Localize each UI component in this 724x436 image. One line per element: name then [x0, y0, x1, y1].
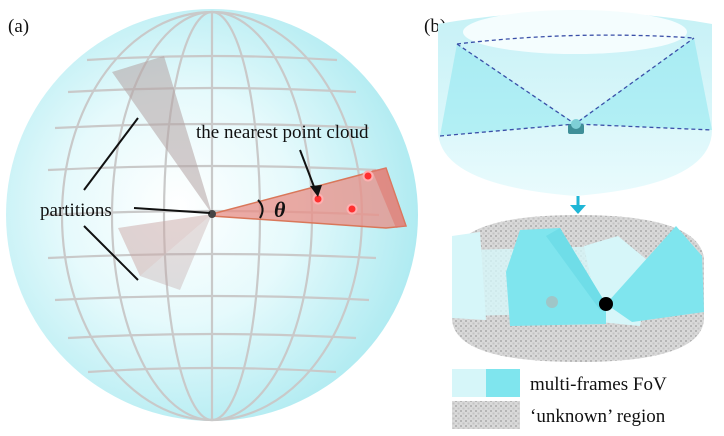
nearest-wedge-face	[372, 168, 406, 228]
legend-unknown-swatch	[452, 401, 520, 429]
panel-a-tag: (a)	[8, 16, 29, 37]
angle-theta: θ	[274, 197, 286, 222]
down-arrow	[570, 205, 586, 214]
fov-cone	[440, 38, 712, 136]
legend-fov-swatch	[486, 369, 520, 397]
dome-top-opening	[463, 10, 687, 54]
point-cloud-dot	[362, 170, 374, 182]
fov-strong-region	[606, 226, 704, 322]
previous-frame-dot	[546, 296, 558, 308]
fov-dome	[438, 12, 712, 196]
legend-fov-label: multi-frames FoV	[530, 374, 667, 395]
partitions-label: partitions	[40, 200, 112, 221]
legend-fov-swatch-light	[452, 369, 486, 397]
partitions-leader	[83, 225, 139, 281]
panel-a: (a)	[6, 9, 418, 422]
point-cloud-dot	[346, 203, 358, 215]
fov-dome-rim	[456, 34, 695, 45]
partitions-leader	[133, 207, 211, 214]
sphere-center	[208, 210, 216, 218]
panel-b: (b)	[424, 10, 713, 429]
angle-arc	[257, 199, 264, 219]
partition-lower	[118, 214, 212, 276]
partition-lower-far	[140, 214, 212, 290]
legend-unknown-label: ‘unknown’ region	[530, 406, 666, 427]
sensor-icon	[571, 119, 581, 129]
fov-strong-region	[506, 228, 606, 326]
legend: multi-frames FoV ‘unknown’ region	[452, 369, 667, 429]
partition-upper	[112, 56, 212, 214]
partitions-leader	[83, 117, 139, 191]
nearest-callout-arrowhead	[310, 185, 322, 197]
nearest-point-cloud-label: the nearest point cloud	[196, 122, 369, 143]
current-frame-dot	[599, 297, 613, 311]
fov-map	[452, 215, 704, 362]
fov-strong-region	[546, 228, 606, 310]
nearest-callout-line	[299, 149, 317, 193]
